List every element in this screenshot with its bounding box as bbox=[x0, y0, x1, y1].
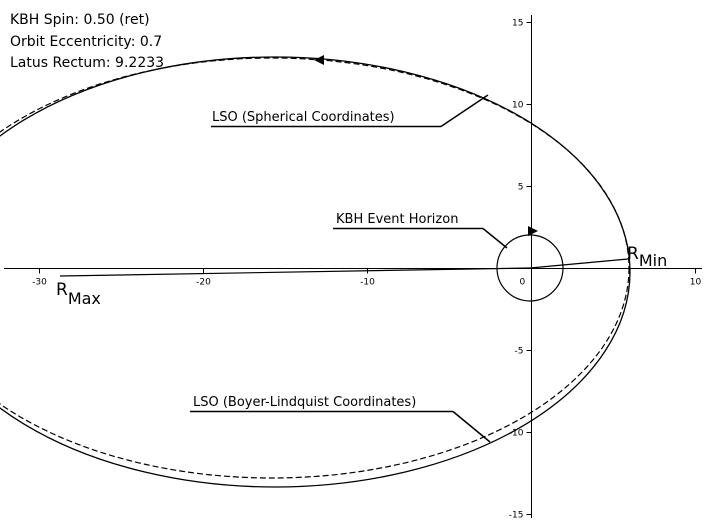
r-min-line bbox=[529, 258, 629, 269]
r-max-label: RMax bbox=[56, 280, 101, 308]
y-tick-label: -5 bbox=[515, 347, 524, 357]
y-tick-label: 5 bbox=[518, 183, 524, 193]
r-max-line bbox=[59, 267, 531, 277]
x-tick-label: -20 bbox=[196, 278, 211, 288]
lso-spherical-label: LSO (Spherical Coordinates) bbox=[212, 110, 395, 125]
x-tick-label: -30 bbox=[32, 278, 47, 288]
lso-spherical-leader bbox=[440, 94, 489, 128]
y-tick-label: -10 bbox=[509, 429, 524, 439]
y-axis-ticks: 15 10 5 -5 -10 -15 bbox=[509, 19, 532, 521]
x-tick-label: 10 bbox=[690, 278, 702, 288]
y-tick-label: 10 bbox=[512, 101, 524, 111]
x-tick-label: 0 bbox=[520, 278, 526, 288]
x-tick-label: -10 bbox=[360, 278, 375, 288]
kbh-spin-text: KBH Spin: 0.50 (ret) bbox=[10, 12, 150, 28]
lso-spherical-orbit bbox=[0, 57, 630, 479]
lso-boyer-leader bbox=[452, 410, 491, 443]
r-min-label: RMin bbox=[627, 244, 667, 270]
y-tick-label: 15 bbox=[512, 19, 523, 29]
orbit-eccentricity-text: Orbit Eccentricity: 0.7 bbox=[10, 34, 162, 50]
lso-boyer-label: LSO (Boyer-Lindquist Coordinates) bbox=[193, 395, 416, 410]
event-horizon-leader bbox=[482, 227, 508, 249]
y-tick-label: -15 bbox=[509, 511, 524, 521]
event-horizon-label: KBH Event Horizon bbox=[336, 212, 458, 227]
latus-rectum-text: Latus Rectum: 9.2233 bbox=[10, 55, 164, 71]
event-horizon-arrow bbox=[528, 226, 538, 236]
orbit-direction-arrow bbox=[314, 55, 324, 65]
lso-boyer-lindquist-orbit bbox=[0, 56, 631, 488]
